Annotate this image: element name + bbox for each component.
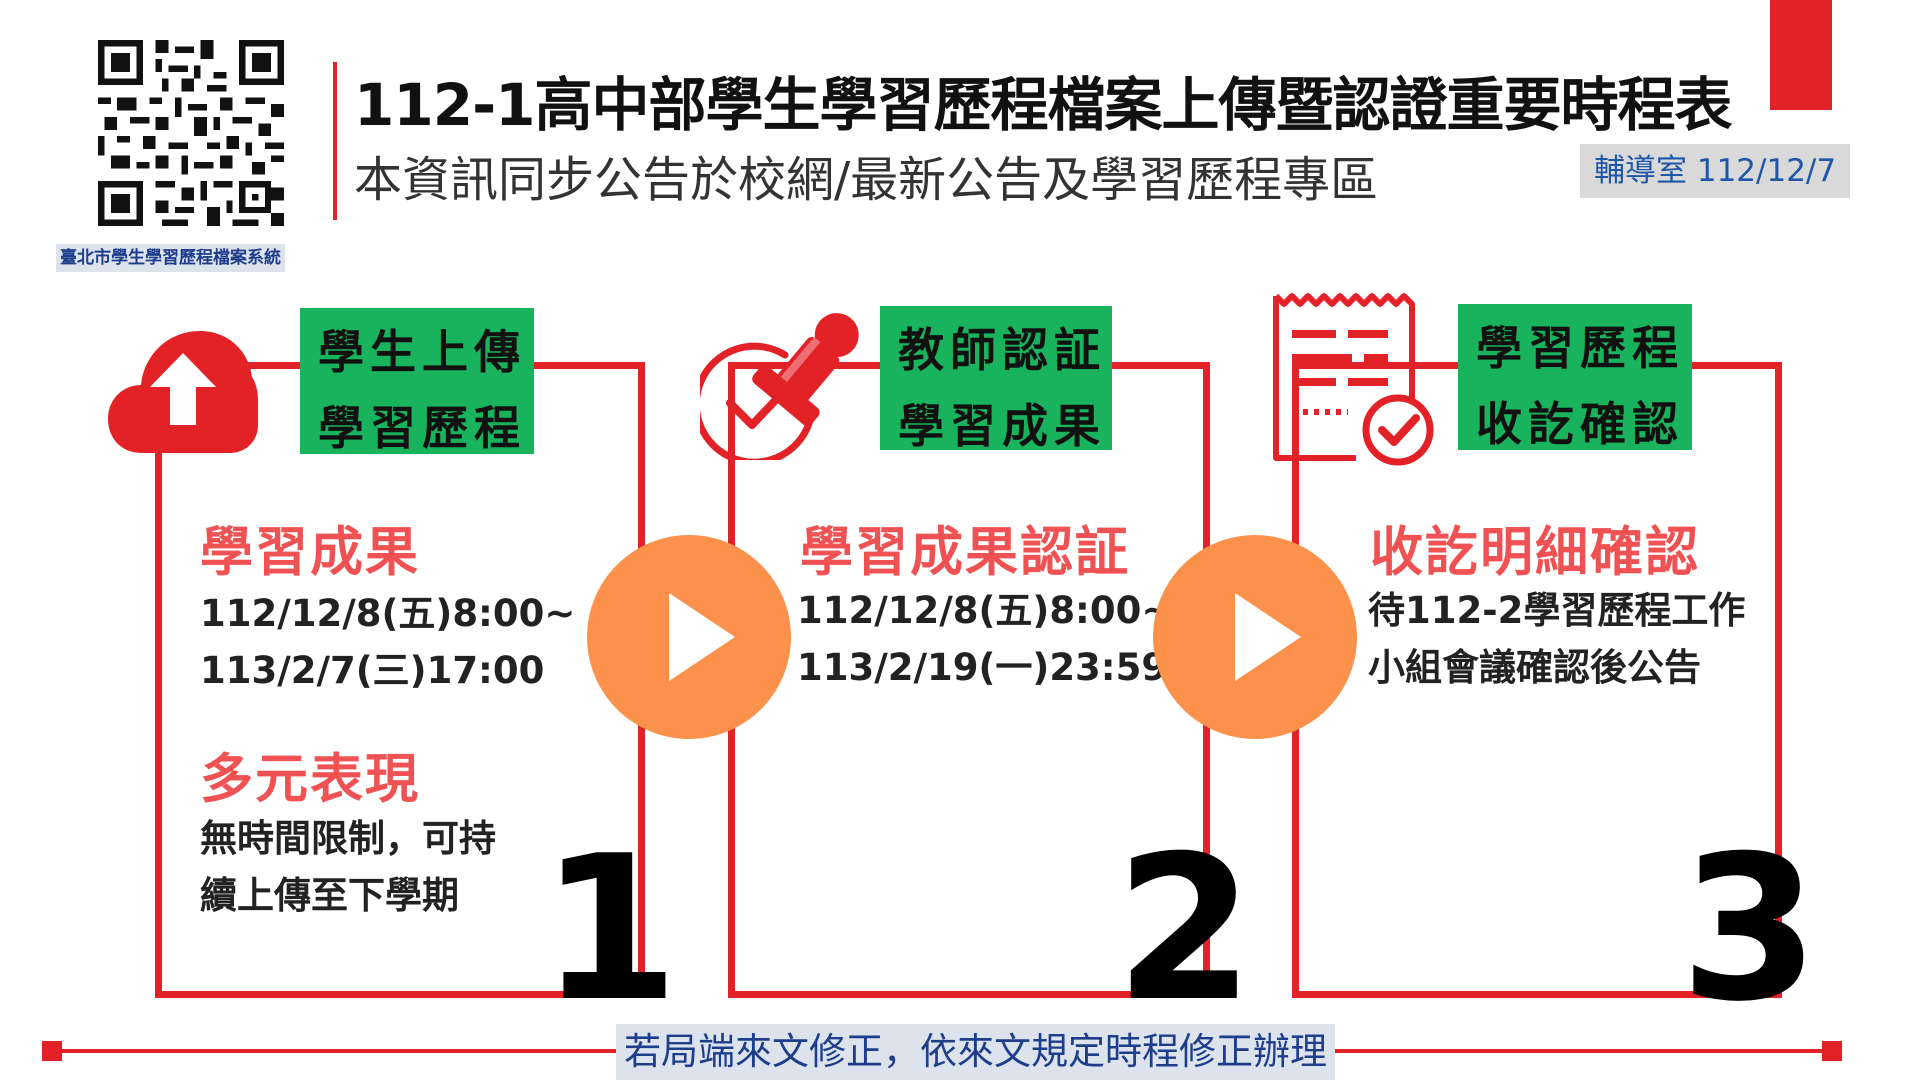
step-2-heading-1: 學習成果認証 <box>800 522 1130 583</box>
play-arrow-icon <box>587 535 791 739</box>
step-3-body-1: 待112-2學習歷程工作 小組會議確認後公告 <box>1368 582 1745 696</box>
step-3-body-1-line-2: 小組會議確認後公告 <box>1368 646 1701 689</box>
step-1-body-2-line-2: 續上傳至下學期 <box>200 874 459 917</box>
step-3-body-1-line-1: 待112-2學習歷程工作 <box>1368 589 1746 632</box>
play-arrow-icon <box>1153 535 1357 739</box>
corner-accent-bar <box>1770 0 1832 110</box>
step-1-body-1-line-1: 112/12/8(五)8:00~ <box>200 592 576 635</box>
step-1-tag: 學生上傳 學習歷程 <box>300 308 534 455</box>
step-1-tag-line-1: 學生上傳 <box>318 325 526 379</box>
step-3-tag-line-1: 學習歷程 <box>1476 321 1684 375</box>
office-date-badge: 輔導室 112/12/7 <box>1580 144 1851 198</box>
step-3-tag-line-2: 收訖確認 <box>1476 397 1684 451</box>
header-divider <box>333 62 337 220</box>
step-1-heading-2: 多元表現 <box>200 749 420 810</box>
qr-code[interactable] <box>98 40 284 226</box>
step-1-body-1-line-2: 113/2/7(三)17:00 <box>200 649 545 692</box>
step-3-heading-1: 收訖明細確認 <box>1370 522 1700 583</box>
step-1-tag-line-2: 學習歷程 <box>318 401 526 455</box>
step-2-body-1: 112/12/8(五)8:00~ 113/2/19(一)23:59 <box>797 582 1172 696</box>
step-1-body-2: 無時間限制，可持 續上傳至下學期 <box>200 810 496 924</box>
qr-system-label: 臺北市學生學習歷程檔案系統 <box>56 244 285 272</box>
step-1-body-1: 112/12/8(五)8:00~ 113/2/7(三)17:00 <box>200 585 575 699</box>
step-2-body-1-line-2: 113/2/19(一)23:59 <box>797 646 1168 689</box>
step-2-body-1-line-1: 112/12/8(五)8:00~ <box>797 589 1173 632</box>
footer-note: 若局端來文修正，依來文規定時程修正辦理 <box>616 1024 1335 1080</box>
receipt-check-icon <box>1268 290 1438 470</box>
step-2-tag-line-1: 教師認証 <box>898 323 1106 377</box>
cloud-upload-icon <box>108 325 258 455</box>
step-1-body-2-line-1: 無時間限制，可持 <box>200 817 496 860</box>
step-1-number: 1 <box>540 813 680 1046</box>
step-2-tag-line-2: 學習成果 <box>898 399 1106 453</box>
step-3-tag: 學習歷程 收訖確認 <box>1458 304 1692 451</box>
step-2-tag: 教師認証 學習成果 <box>880 306 1112 453</box>
stamp-check-icon <box>692 285 880 466</box>
step-2-number: 2 <box>1115 813 1255 1046</box>
step-3-number: 3 <box>1680 813 1820 1046</box>
step-2-frame <box>728 362 1210 998</box>
step-1-frame <box>155 362 645 998</box>
page-title: 112-1高中部學生學習歷程檔案上傳暨認證重要時程表 <box>354 71 1732 139</box>
step-1-heading-1: 學習成果 <box>200 522 420 583</box>
step-3-frame <box>1292 362 1782 998</box>
page-subtitle: 本資訊同步公告於校網/最新公告及學習歷程專區 <box>354 152 1379 208</box>
footer-divider-end-right <box>1822 1041 1842 1061</box>
footer-divider-end-left <box>42 1041 62 1061</box>
